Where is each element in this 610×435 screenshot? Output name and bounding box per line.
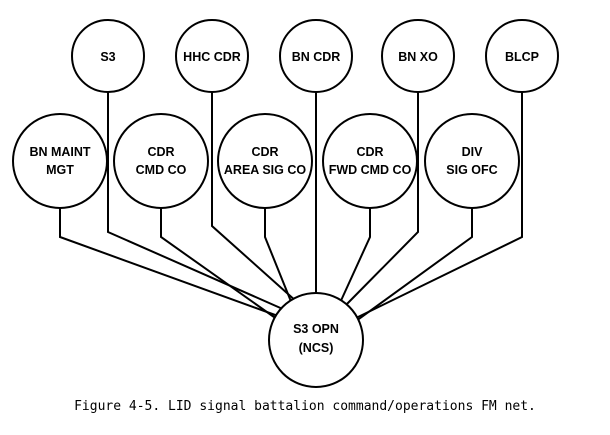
node-bn-cdr: BN CDR xyxy=(279,19,353,93)
node-bn-xo: BN XO xyxy=(381,19,455,93)
node-label-line-2: CMD CO xyxy=(136,163,187,177)
node-s3: S3 xyxy=(71,19,145,93)
node-bn-maint-mgt: BN MAINT MGT xyxy=(12,113,108,209)
node-label: HHC CDR xyxy=(183,50,241,64)
node-blcp: BLCP xyxy=(485,19,559,93)
node-label-line-1: CDR xyxy=(356,145,383,159)
hub-label-line-2: (NCS) xyxy=(299,341,334,355)
link-blcp xyxy=(355,90,523,319)
hub-label-line-1: S3 OPN xyxy=(293,322,339,336)
link-cdr-area-sig-co xyxy=(264,208,293,305)
node-label-line-1: CDR xyxy=(147,145,174,159)
node-cdr-cmd-co: CDR CMD CO xyxy=(113,113,209,209)
link-bn-xo xyxy=(342,90,419,309)
node-label-line-2: SIG OFC xyxy=(446,163,497,177)
node-s3-opn-ncs: S3 OPN (NCS) xyxy=(268,292,364,388)
connector-lines xyxy=(59,90,523,325)
link-div-sig-ofc xyxy=(351,208,473,325)
node-label-line-2: FWD CMD CO xyxy=(329,163,412,177)
node-label-line-2: MGT xyxy=(46,163,74,177)
node-label: BLCP xyxy=(505,50,539,64)
node-hhc-cdr: HHC CDR xyxy=(175,19,249,93)
node-label-line-1: BN MAINT xyxy=(29,145,90,159)
node-label: BN XO xyxy=(398,50,438,64)
link-cdr-cmd-co xyxy=(160,208,282,323)
link-hhc-cdr xyxy=(211,90,298,303)
node-label-line-1: CDR xyxy=(251,145,278,159)
link-s3 xyxy=(107,90,286,311)
node-label: BN CDR xyxy=(292,50,341,64)
node-div-sig-ofc: DIV SIG OFC xyxy=(424,113,520,209)
node-cdr-area-sig-co: CDR AREA SIG CO xyxy=(217,113,313,209)
link-bn-maint-mgt xyxy=(59,208,279,317)
node-label: S3 xyxy=(100,50,115,64)
node-label-line-2: AREA SIG CO xyxy=(224,163,306,177)
figure-caption: Figure 4-5. LID signal battalion command… xyxy=(74,399,536,414)
node-cdr-fwd-cmd-co: CDR FWD CMD CO xyxy=(322,113,418,209)
node-label-line-1: DIV xyxy=(462,145,484,159)
link-cdr-fwd-cmd-co xyxy=(338,208,371,306)
